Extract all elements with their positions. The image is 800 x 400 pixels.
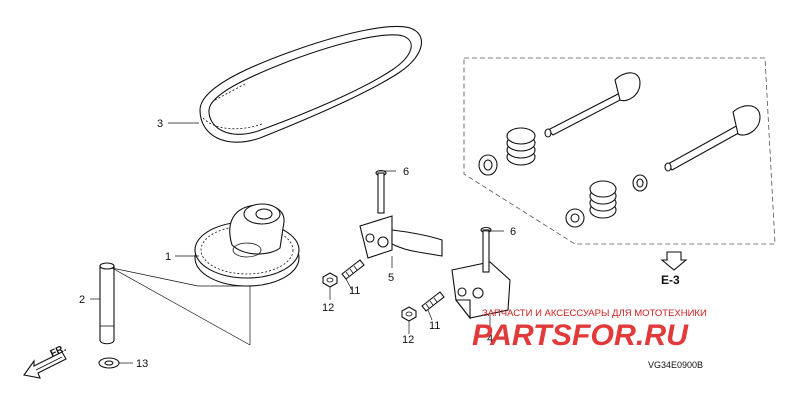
callout-12-lower: 12 — [402, 334, 414, 346]
timing-pulley — [194, 203, 300, 287]
valve-upper — [544, 72, 641, 138]
callout-3: 3 — [157, 118, 163, 130]
adjusting-screw-11-upper — [341, 259, 365, 280]
callout-6-lower: 6 — [510, 226, 516, 238]
valve-spring-upper — [506, 127, 536, 166]
callout-6-upper: 6 — [403, 166, 409, 178]
lock-nut-12-lower — [401, 306, 417, 322]
valve-retainer-lower — [565, 208, 585, 228]
watermark-tagline: ЗАПЧАСТИ И АКСЕССУАРЫ ДЛЯ МОТОТЕХНИКИ — [482, 308, 707, 319]
valve-retainer-upper — [478, 154, 498, 176]
rocker-arm-4 — [451, 261, 511, 320]
callout-12-upper: 12 — [322, 302, 334, 314]
timing-belt — [199, 25, 423, 143]
valve-group — [463, 57, 776, 245]
front-direction-arrow — [23, 351, 67, 379]
bolt-6-upper — [375, 169, 387, 214]
callout-1: 1 — [165, 251, 171, 263]
drawing-code: VG34E0900B — [648, 360, 703, 370]
watermark-logo: PARTSFOR.RU — [472, 319, 689, 352]
valve-seal-lower — [632, 174, 648, 192]
callout-11-upper: 11 — [349, 285, 360, 297]
section-ref-label: E-3 — [661, 273, 680, 287]
callout-2: 2 — [79, 294, 85, 306]
pulley-shaft — [99, 262, 115, 345]
valve-lower — [664, 105, 761, 172]
lock-nut-12-upper — [322, 272, 338, 288]
callout-5: 5 — [388, 272, 394, 284]
adjusting-screw-11-lower — [421, 291, 445, 312]
callout-13: 13 — [136, 358, 148, 370]
bolt-6-lower — [480, 226, 492, 273]
callout-4: 4 — [487, 333, 493, 345]
valve-spring-lower — [589, 180, 617, 219]
callout-11-lower: 11 — [429, 320, 440, 332]
section-ref-arrow — [660, 251, 688, 271]
rocker-arm-5 — [359, 215, 443, 259]
washer — [98, 357, 120, 369]
